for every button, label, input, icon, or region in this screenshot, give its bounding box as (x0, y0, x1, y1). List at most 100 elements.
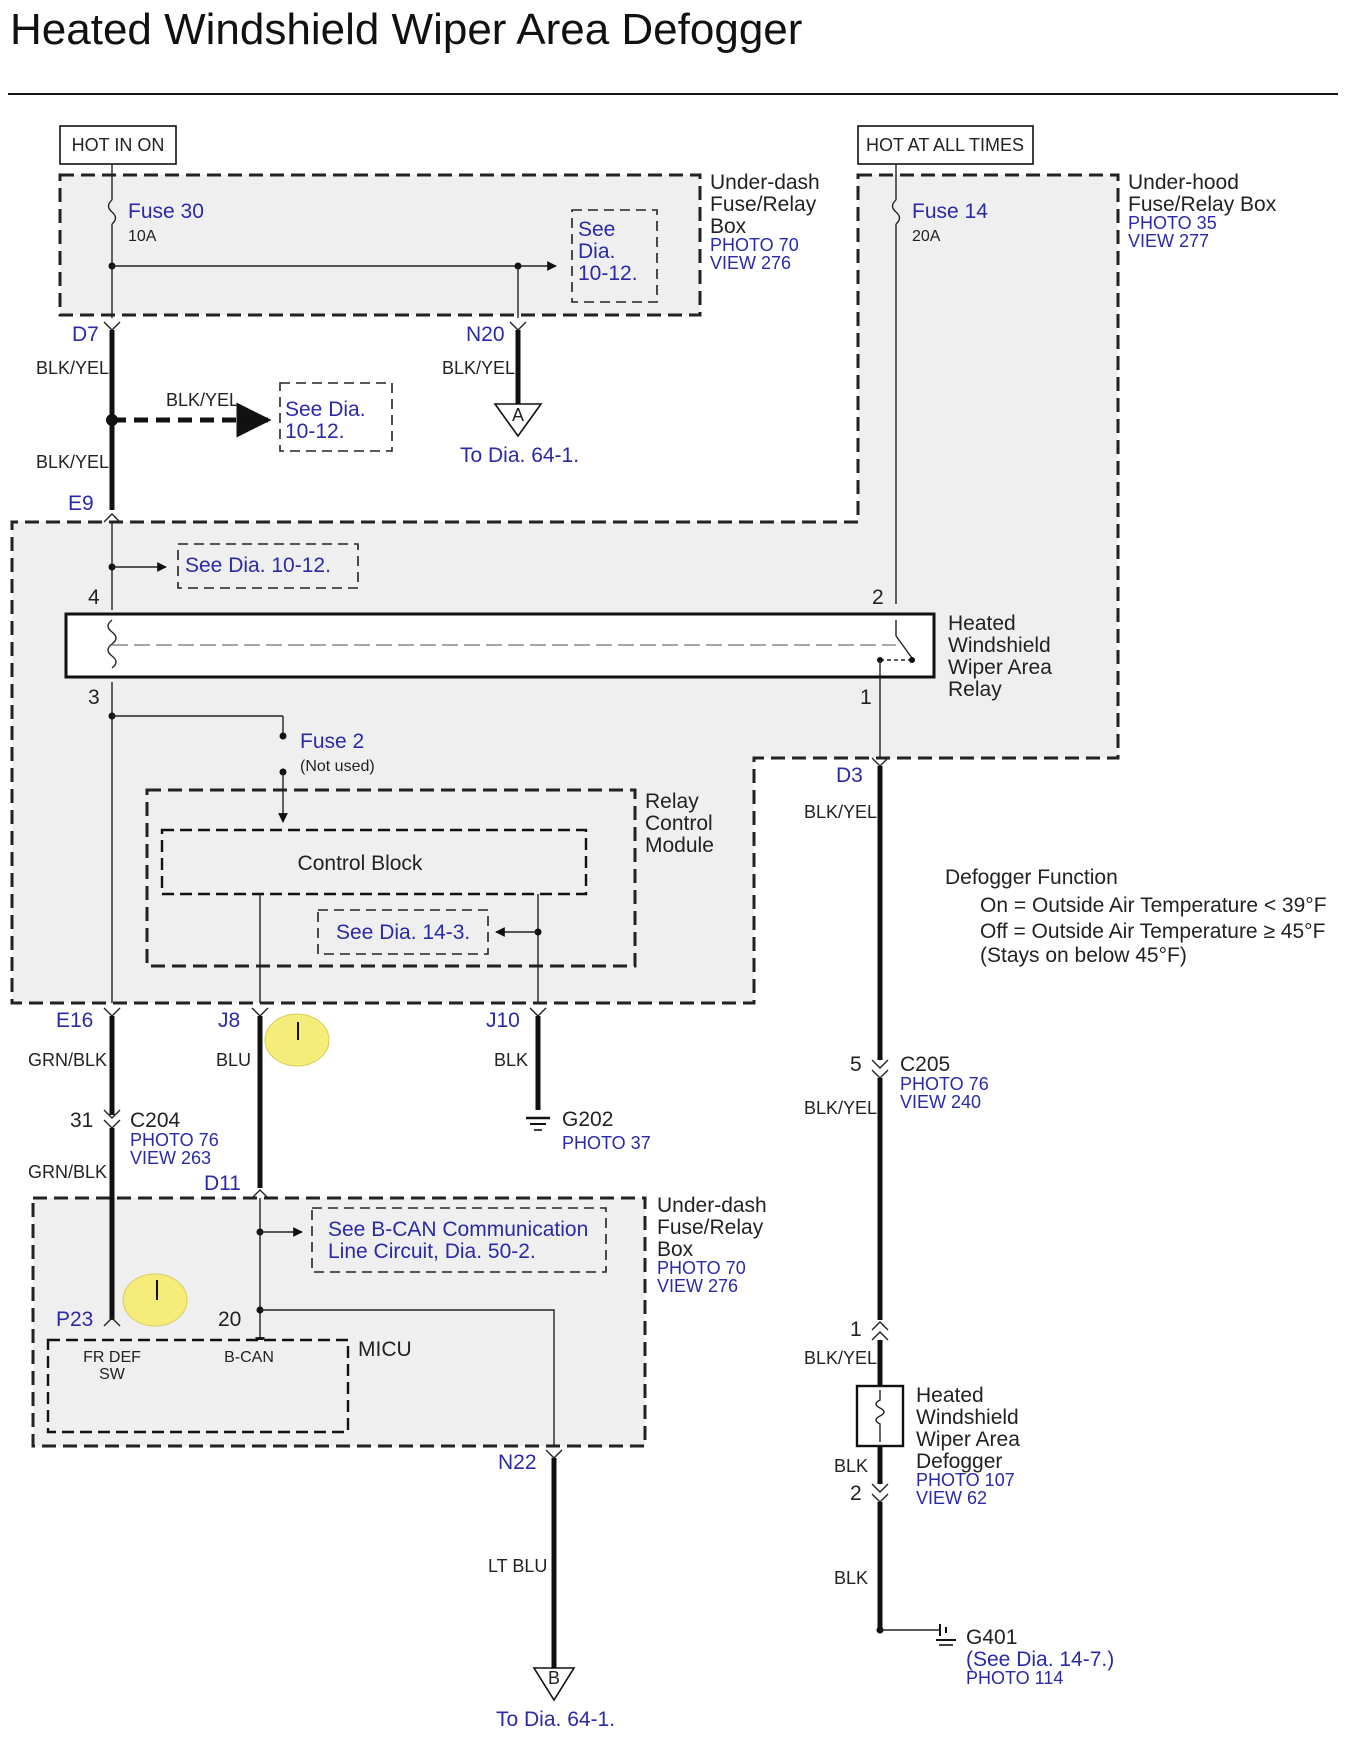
underhood-label-1: Under-hood (1128, 171, 1239, 194)
wire-c204-lower: GRN/BLK (28, 1162, 107, 1182)
see-bcan-ref[interactable] (311, 1207, 607, 1273)
see-dia-14-3-ref[interactable] (317, 909, 489, 955)
ref-ctrl: See Dia. 14-3. (336, 921, 470, 944)
c204-photo: PHOTO 76 (130, 1130, 219, 1150)
connector-p23: P23 (56, 1308, 93, 1331)
wire-j10: BLK (494, 1050, 528, 1070)
fuse-14-icon (891, 199, 901, 225)
micu-box-photo: PHOTO 70 (657, 1258, 746, 1278)
ref-e9: See Dia. 10-12. (185, 554, 331, 577)
wire-e16: GRN/BLK (28, 1050, 107, 1070)
underhood-label-2: Fuse/Relay Box (1128, 193, 1277, 216)
pin-4: 4 (88, 586, 100, 609)
ref-bcan-1: See B-CAN Communication (328, 1218, 588, 1241)
wire-d7: BLK/YEL (36, 358, 109, 378)
rcm-label-2: Control (645, 812, 713, 835)
c205-name: C205 (900, 1053, 950, 1076)
connector-d3: D3 (836, 764, 863, 787)
pin-2: 2 (872, 586, 884, 609)
wire-branch: BLK/YEL (166, 390, 239, 410)
relay-coil-icon (107, 619, 117, 669)
pin-31: 31 (70, 1109, 93, 1132)
fuse-30-icon (107, 199, 117, 225)
micu-fr-def-1: FR DEF (83, 1349, 141, 1366)
see-dia-10-12-ref-top[interactable] (571, 209, 658, 303)
ground-g401-photo: PHOTO 114 (966, 1668, 1063, 1688)
micu-box-label-2: Fuse/Relay (657, 1216, 764, 1239)
defogger-photo: PHOTO 107 (916, 1470, 1015, 1490)
relay-label-4: Relay (948, 678, 1002, 701)
pin-20: 20 (218, 1308, 241, 1331)
page-title: Heated Windshield Wiper Area Defogger (10, 5, 802, 54)
micu-box-view: VIEW 276 (657, 1276, 738, 1296)
relay-switch-icon (895, 635, 913, 659)
connector-d11: D11 (204, 1172, 241, 1195)
fuse-14-rating: 20A (912, 228, 941, 245)
underdash-fuse-box-top (58, 173, 702, 317)
wire-e9-upper: BLK/YEL (36, 452, 109, 472)
fuse-2-name: Fuse 2 (300, 730, 364, 753)
micu-bcan: B-CAN (224, 1349, 274, 1366)
marker-p23[interactable] (122, 1273, 188, 1327)
connector-b-label: B (548, 1668, 560, 1688)
micu-block (46, 1338, 350, 1434)
wire-j8: BLU (216, 1050, 251, 1070)
defogger-function-heading: Defogger Function (945, 866, 1118, 889)
wire-n20: BLK/YEL (442, 358, 515, 378)
relay-label-1: Heated (948, 612, 1016, 635)
pin-3: 3 (88, 686, 100, 709)
wire-defog-upper: BLK/YEL (804, 1348, 877, 1368)
connector-j8: J8 (218, 1009, 240, 1032)
ground-g202: G202 (562, 1108, 613, 1131)
wire-n22: LT BLU (488, 1556, 547, 1576)
underhood-photo: PHOTO 35 (1128, 213, 1217, 233)
defogger-function-off: Off = Outside Air Temperature ≥ 45°F (980, 920, 1325, 943)
ref-branch-1: See Dia. (285, 398, 366, 421)
micu-name: MICU (358, 1338, 412, 1361)
defogger-label-2: Windshield (916, 1406, 1019, 1429)
fuse-2-note: (Not used) (300, 758, 375, 775)
ground-g401-icon (936, 1624, 956, 1646)
connector-a-icon (493, 403, 543, 438)
hot-in-on-label: HOT IN ON (72, 135, 165, 155)
c205-view: VIEW 240 (900, 1092, 981, 1112)
see-dia-10-12-ref-e9[interactable] (177, 543, 359, 589)
c204-name: C204 (130, 1109, 181, 1132)
c204-view: VIEW 263 (130, 1148, 211, 1168)
ground-g401: G401 (966, 1626, 1017, 1649)
wire-d3: BLK/YEL (804, 802, 877, 822)
connector-e9: E9 (68, 492, 94, 515)
underdash-label-2: Fuse/Relay (710, 193, 817, 216)
ref-branch-2: 10-12. (285, 420, 345, 443)
pin-1: 1 (860, 686, 872, 709)
micu-fr-def-2: SW (99, 1366, 126, 1383)
pin-5: 5 (850, 1053, 862, 1076)
underdash-view: VIEW 276 (710, 253, 791, 273)
connector-j10: J10 (486, 1009, 520, 1032)
c205-photo: PHOTO 76 (900, 1074, 989, 1094)
ground-g202-photo: PHOTO 37 (562, 1133, 651, 1153)
hot-at-all-times-box (857, 125, 1034, 165)
defogger-label-4: Defogger (916, 1450, 1002, 1473)
fuse-30-name: Fuse 30 (128, 200, 204, 223)
ground-g202-icon (526, 1116, 550, 1131)
fuse-14-name: Fuse 14 (912, 200, 988, 223)
wire-g401: BLK (834, 1568, 868, 1588)
ref-top-2: Dia. (578, 240, 615, 263)
to-dia-a: To Dia. 64-1. (460, 444, 579, 467)
defogger-function-note: (Stays on below 45°F) (980, 944, 1187, 967)
connector-n22: N22 (498, 1451, 537, 1474)
underdash-photo: PHOTO 70 (710, 235, 799, 255)
pin-1b: 1 (850, 1318, 862, 1341)
hot-in-on-box (59, 125, 177, 165)
connector-n20: N20 (466, 323, 505, 346)
defogger-label-3: Wiper Area (916, 1428, 1020, 1451)
wire-defog-lower: BLK (834, 1456, 868, 1476)
connector-d7: D7 (72, 323, 99, 346)
control-block-label: Control Block (298, 852, 423, 875)
see-dia-10-12-ref-branch[interactable] (279, 382, 393, 452)
defogger-label-1: Heated (916, 1384, 984, 1407)
connector-b-icon (532, 1667, 576, 1702)
to-dia-b: To Dia. 64-1. (496, 1708, 615, 1731)
